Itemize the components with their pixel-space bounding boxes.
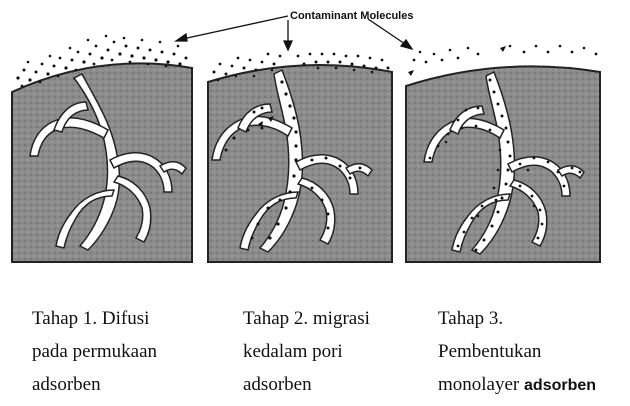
- adsorption-stages-diagram: Contaminant Molecules: [0, 0, 630, 270]
- caption-stage-2-line-1: Tahap 2. migrasi: [243, 302, 370, 335]
- caption-stage-3-word-monolayer: monolayer: [438, 374, 519, 395]
- caption-stage-2: Tahap 2. migrasi kedalam pori adsorben: [243, 302, 370, 401]
- caption-stage-3-line-3: monolayer adsorben: [438, 368, 596, 402]
- caption-stage-2-line-3: adsorben: [243, 368, 370, 401]
- caption-stage-1: Tahap 1. Difusi pada permukaan adsorben: [32, 302, 157, 401]
- caption-stage-1-line-2: pada permukaan: [32, 335, 157, 368]
- panel-stage-2: [208, 53, 392, 262]
- caption-stage-2-line-2: kedalam pori: [243, 335, 370, 368]
- caption-stage-3: Tahap 3. Pembentukan monolayer adsorben: [438, 302, 596, 402]
- caption-stage-3-word-adsorben: adsorben: [524, 377, 596, 394]
- caption-stage-1-line-3: adsorben: [32, 368, 157, 401]
- caption-stage-1-line-1: Tahap 1. Difusi: [32, 302, 157, 335]
- caption-stage-3-line-1: Tahap 3.: [438, 302, 596, 335]
- panel-stage-3: [406, 45, 600, 262]
- contaminant-molecules-label: Contaminant Molecules: [290, 10, 413, 22]
- panel-stage-1: [12, 35, 192, 262]
- caption-stage-3-line-2: Pembentukan: [438, 335, 596, 368]
